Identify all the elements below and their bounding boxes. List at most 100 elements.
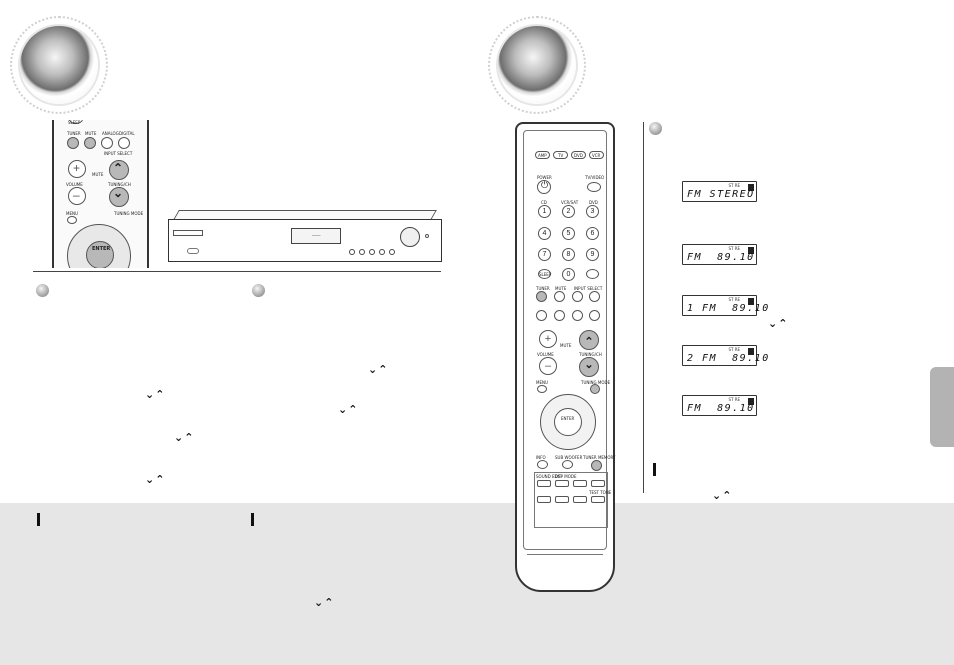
- keypad-button-6: 6: [586, 227, 599, 240]
- lcd-text: FM STEREO: [687, 189, 755, 200]
- panel-button-3: [573, 480, 587, 487]
- brand-plate: [173, 230, 203, 236]
- input-select-label: INPUT SELECT: [574, 286, 603, 291]
- step-bullet-3: [649, 122, 662, 135]
- lower-button-panel: [534, 472, 608, 528]
- tuner-label: TUNER: [67, 131, 81, 136]
- panel-button-4: [591, 480, 605, 487]
- sub-woofer-button: [562, 460, 573, 469]
- volume-up-illustration: [68, 160, 86, 178]
- section-divider-horizontal: [33, 271, 441, 272]
- panel-button-7: [573, 496, 587, 503]
- transport-button-2: [554, 310, 565, 321]
- tuning-mode-label: TUNING MODE: [581, 380, 611, 385]
- sleep-button: SLEEP: [538, 269, 551, 279]
- lcd-display-frequency: ST RE FM 89.10: [682, 244, 757, 265]
- power-label: POWER: [537, 175, 552, 180]
- front-button-1: [349, 249, 355, 255]
- keypad-button-1: 1: [538, 205, 551, 218]
- enter-label: ENTER: [92, 246, 111, 252]
- source-button-tv: TV: [553, 151, 568, 159]
- minus-icon: –: [73, 188, 80, 202]
- source-button-amp: AMP: [535, 151, 550, 159]
- mute-small-label: MUTE: [560, 343, 572, 348]
- keypad-button-8: 8: [562, 248, 575, 261]
- indicator-marks: ST RE: [728, 246, 740, 251]
- lcd-display-stored: ST RE FM 89.10: [682, 395, 757, 416]
- tuning-up-down-icon: ⌄⌃: [768, 317, 789, 330]
- remote-control-full: AMP TV DVD VCR POWER TV/VIDEO ⏻ CD VCR/S…: [515, 122, 616, 592]
- front-button-4: [379, 249, 385, 255]
- panel-button-2: [555, 480, 569, 487]
- note-marker-1: [37, 513, 40, 526]
- note-marker-2: [251, 513, 254, 526]
- note-marker-3: [653, 463, 656, 476]
- tv-video-button: [587, 182, 601, 192]
- dsp-mode-label: DSP MODE: [555, 474, 577, 479]
- tuner-label: TUNER: [536, 286, 550, 291]
- indicator-marks: ST RE: [728, 347, 740, 352]
- plus-icon: +: [73, 161, 81, 175]
- chevron-up-icon: ⌃: [113, 161, 124, 175]
- input-button-1: [572, 291, 583, 302]
- transport-button-1: [536, 310, 547, 321]
- panel-button-5: [537, 496, 551, 503]
- tuning-down-illustration: [109, 187, 129, 207]
- remote-control-closeup: SLEEP TUNER MUTE ANALOG DIGITAL INPUT SE…: [52, 120, 149, 268]
- chevron-down-icon: ⌄: [113, 186, 124, 200]
- volume-up-button: +: [539, 330, 557, 348]
- sound-edit-label: SOUND EDIT: [536, 474, 562, 479]
- tv-video-label: TV/VIDEO: [585, 175, 605, 180]
- lcd-display-preset-2: ST RE 2 FM 89.10: [682, 345, 768, 366]
- vcr-sat-label: VCR/SAT: [561, 200, 579, 205]
- speaker-logo-right: [488, 16, 586, 114]
- tuner-button-illustration: [67, 137, 79, 149]
- menu-button-illustration: [67, 216, 77, 224]
- tuning-up-illustration: [109, 160, 129, 180]
- notes-background-band: [0, 503, 954, 665]
- keypad-button-9: 9: [586, 248, 599, 261]
- front-button-2: [359, 249, 365, 255]
- speaker-logo-left: [10, 16, 108, 114]
- tuning-up-button: ⌃: [579, 330, 599, 350]
- tuner-memory-label: TUNER MEMORY: [583, 455, 616, 460]
- extra-button: [586, 269, 599, 279]
- info-label: INFO: [536, 455, 546, 460]
- sub-woofer-label: SUB WOOFER: [555, 455, 583, 460]
- menu-label: MENU: [66, 211, 78, 216]
- mute-small-label: MUTE: [92, 172, 104, 177]
- volume-down-illustration: [68, 187, 86, 205]
- step-bullet-2: [252, 284, 265, 297]
- lcd-text: FM 89.10: [687, 252, 755, 263]
- lcd-text: FM 89.10: [687, 403, 755, 414]
- lcd-display-preset-1: ST RE 1 FM 89.10: [682, 295, 768, 316]
- tuning-mode-button: [590, 384, 600, 394]
- analog-label: ANALOG: [102, 131, 119, 136]
- tuning-up-down-icon: ⌄⌃: [338, 403, 359, 416]
- power-indicator: [187, 248, 199, 254]
- display-block-icon: [748, 348, 754, 355]
- volume-down-button: –: [539, 357, 557, 375]
- tuning-mode-label: TUNING MODE: [114, 211, 144, 216]
- test-tone-label: TEST TONE: [589, 490, 612, 495]
- mute-button: [554, 291, 565, 302]
- digital-button-illustration: [118, 137, 130, 149]
- dvd-label: DVD: [589, 200, 598, 205]
- input-select-label: INPUT SELECT: [104, 151, 133, 156]
- source-button-dvd: DVD: [571, 151, 586, 159]
- chapter-side-tab: [930, 367, 954, 447]
- mute-label: MUTE: [555, 286, 567, 291]
- panel-button-8: [591, 496, 605, 503]
- mute-button-illustration: [84, 137, 96, 149]
- indicator-marks: ST RE: [728, 297, 740, 302]
- tuner-button: [536, 291, 547, 302]
- tuning-up-down-icon: ⌄⌃: [314, 596, 335, 609]
- lcd-text: 2 FM 89.10: [687, 353, 770, 364]
- menu-button: [537, 385, 547, 393]
- volume-label: VOLUME: [66, 182, 83, 187]
- panel-button-1: [537, 480, 551, 487]
- front-button-5: [389, 249, 395, 255]
- volume-knob: [400, 227, 420, 247]
- tuning-ch-label: TUNING/CH: [579, 352, 602, 357]
- tuner-memory-button: [591, 460, 602, 471]
